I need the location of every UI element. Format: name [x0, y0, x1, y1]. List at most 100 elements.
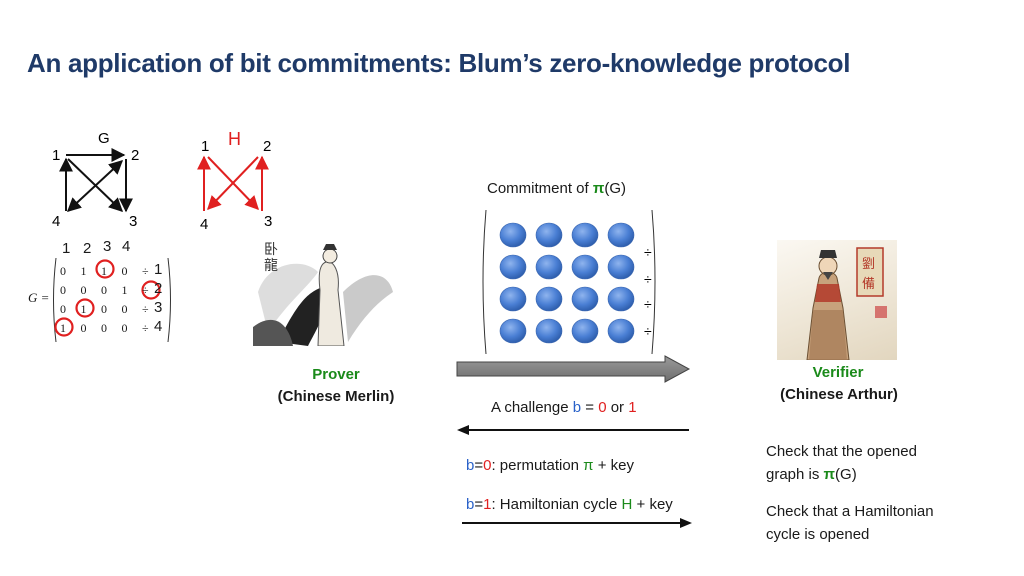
highlight-r4c1 [54, 317, 74, 337]
commitment-matrix: ÷ ÷ ÷ ÷ [482, 209, 656, 355]
challenge-b: b [572, 399, 582, 416]
prover-name: (Chinese Merlin) [277, 388, 395, 405]
check0-pi: π [823, 466, 836, 483]
commitment-ball [499, 254, 527, 280]
response-arrow [462, 518, 692, 528]
matrix-row-4: 1 0 0 0 ÷ [60, 319, 154, 338]
commitment-balls [499, 222, 635, 344]
commitment-dots-2: ÷ [644, 271, 652, 287]
challenge-text: A challenge b = 0 or 1 [491, 399, 637, 416]
matrix-brackets [53, 257, 171, 343]
commitment-ball [499, 286, 527, 312]
cell: 0 [80, 321, 87, 335]
edge-h-2-4 [207, 156, 259, 211]
svg-text:備: 備 [862, 276, 875, 291]
graph-g-vertex-3: 3 [129, 213, 137, 230]
highlight-r2c4 [141, 280, 161, 300]
graph-g-name: G [98, 130, 110, 147]
commitment-pi: π [592, 180, 605, 197]
matrix-row-header-1: 1 [154, 261, 163, 278]
commitment-ball [607, 318, 635, 344]
response0-eq: = [474, 457, 484, 474]
verifier-name: (Chinese Arthur) [780, 386, 898, 403]
response0-pi: π [583, 457, 594, 474]
cell: 1 [121, 283, 128, 297]
verifier-image: 劉 備 [777, 240, 897, 360]
matrix-row-1: 0 1 1 0 ÷ [60, 262, 154, 281]
matrix-row-3: 0 1 0 0 ÷ [60, 300, 154, 319]
check-hamiltonian: Check that a Hamiltonian cycle is opened [766, 500, 934, 546]
commitment-label: Commitment of π(G) [487, 180, 626, 197]
response0-text: : permutation [491, 457, 584, 474]
commitment-dots-4: ÷ [644, 323, 652, 339]
highlight-r3c2 [75, 298, 95, 318]
prover-role: Prover [312, 366, 360, 383]
graph-h-vertex-1: 1 [201, 138, 209, 155]
commitment-ball [571, 318, 599, 344]
prover-image: 卧 龍 [248, 232, 396, 346]
verifier-role: Verifier [812, 364, 864, 381]
matrix-row-header-4: 4 [154, 318, 163, 335]
graph-g-vertex-1: 1 [52, 147, 60, 164]
response1-text: : Hamiltonian cycle [491, 496, 622, 513]
matrix-body: 0 1 1 0 ÷ 0 0 0 1 ÷ 0 1 0 0 ÷ 1 0 0 0 ÷ [60, 262, 154, 338]
cell: 1 [60, 321, 66, 335]
check1-line1: Check that a Hamiltonian [766, 503, 934, 520]
matrix-col-3: 3 [103, 238, 112, 255]
challenge-prefix: A challenge [491, 399, 573, 416]
commitment-ball [571, 254, 599, 280]
commitment-ball [535, 318, 563, 344]
cell-dots: ÷ [142, 302, 149, 316]
check0-line2: graph is π(G) [766, 463, 917, 486]
response1-val: 1 [483, 496, 492, 513]
svg-text:龍: 龍 [264, 257, 278, 273]
cell-dots: ÷ [142, 264, 149, 278]
cell: 0 [80, 283, 87, 297]
response0-val: 0 [483, 457, 492, 474]
prover-illustration: 卧 龍 [253, 241, 393, 346]
challenge-or: or [606, 399, 629, 416]
response-b0: b=0: permutation π + key [466, 457, 634, 474]
edge-3-2 [66, 160, 124, 212]
commitment-ball [535, 286, 563, 312]
response1-eq: = [474, 496, 484, 513]
svg-text:劉: 劉 [862, 256, 875, 271]
left-bracket [482, 209, 487, 355]
response1-rest: + key [632, 496, 673, 513]
response0-b: b [466, 457, 475, 474]
graph-g-vertex-2: 2 [131, 147, 139, 164]
response1-h: H [621, 496, 633, 513]
commitment-ball [571, 286, 599, 312]
cell-dots: ÷ [142, 321, 149, 335]
matrix-row-2: 0 0 0 1 ÷ [60, 281, 154, 300]
highlight-r1c3 [95, 259, 115, 279]
graph-h-vertex-4: 4 [200, 216, 208, 233]
page-title: An application of bit commitments: Blum’… [27, 48, 851, 78]
cell: 0 [60, 302, 66, 316]
graph-h-name: H [228, 129, 241, 149]
commitment-prefix: Commitment of [487, 180, 593, 197]
commitment-ball [607, 222, 635, 248]
commitment-ball [571, 222, 599, 248]
verifier-illustration: 劉 備 [806, 247, 887, 360]
cell: 0 [101, 283, 107, 297]
matrix-row-headers: 1 2 3 4 [154, 260, 162, 336]
graph-g-vertex-4: 4 [52, 213, 60, 230]
commitment-ball [607, 254, 635, 280]
challenge-eq: = [581, 399, 599, 416]
commitment-ball [535, 222, 563, 248]
cell: 0 [121, 302, 128, 316]
graph-h: H 1 2 3 4 [197, 129, 272, 233]
matrix-col-4: 4 [122, 238, 131, 255]
adjacency-matrix: G = 1 2 3 4 0 1 1 0 ÷ 0 0 0 1 ÷ 0 [24, 238, 184, 348]
cell: 0 [101, 321, 107, 335]
commitment-ball [535, 254, 563, 280]
check0-prefix: graph is [766, 466, 824, 483]
graph-h-vertex-2: 2 [263, 138, 271, 155]
response0-rest: + key [593, 457, 634, 474]
graph-g: G 1 2 3 4 [52, 130, 139, 230]
cell: 0 [101, 302, 107, 316]
cell-dots: ÷ [142, 283, 149, 297]
right-bracket [651, 209, 656, 355]
matrix-label: G = [28, 290, 50, 305]
